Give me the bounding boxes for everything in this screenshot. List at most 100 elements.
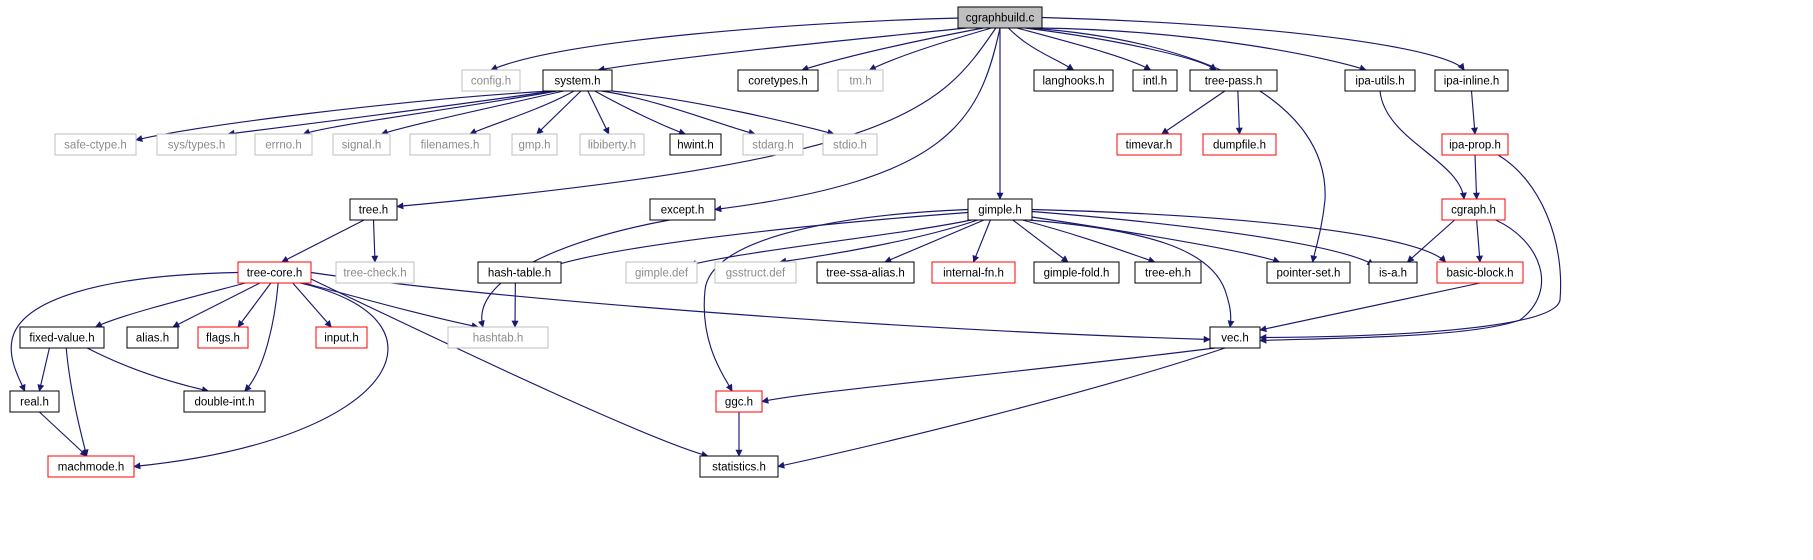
- node-label: tree-pass.h: [1205, 76, 1263, 88]
- edge-cgraphbuild-to-intl: [1016, 27, 1152, 71]
- edge-cgraphbuild-to-config: [490, 17, 961, 71]
- node-label: gmp.h: [519, 140, 551, 152]
- node-alias[interactable]: alias.h: [126, 326, 179, 349]
- node-stdarg[interactable]: stdarg.h: [742, 133, 804, 156]
- node-errno[interactable]: errno.h: [254, 133, 313, 156]
- node-intl[interactable]: intl.h: [1132, 69, 1178, 92]
- node-ipautils[interactable]: ipa-utils.h: [1344, 69, 1416, 92]
- node-label: dumpfile.h: [1213, 140, 1266, 152]
- node-label: stdarg.h: [752, 140, 794, 152]
- node-gimplefold[interactable]: gimple-fold.h: [1033, 261, 1120, 284]
- edge-cgraphbuild-to-except: [714, 27, 1001, 213]
- node-box: [957, 6, 1043, 29]
- node-box: [1033, 69, 1114, 92]
- node-ggc[interactable]: ggc.h: [715, 390, 763, 413]
- node-label: flags.h: [206, 333, 240, 345]
- node-timevar[interactable]: timevar.h: [1116, 133, 1182, 156]
- node-fixedvalue[interactable]: fixed-value.h: [19, 326, 105, 349]
- edge-ipaprop-to-cgraph: [1472, 154, 1480, 200]
- node-gimple[interactable]: gimple.h: [967, 198, 1033, 221]
- node-box: [511, 133, 558, 156]
- node-filenames[interactable]: filenames.h: [409, 133, 491, 156]
- node-ipainline[interactable]: ipa-inline.h: [1434, 69, 1509, 92]
- node-internalfn[interactable]: internal-fn.h: [931, 261, 1016, 284]
- node-treecheck[interactable]: tree-check.h: [335, 261, 415, 284]
- node-label: system.h: [554, 76, 600, 88]
- node-cgraph[interactable]: cgraph.h: [1441, 198, 1506, 221]
- edge-fixedvalue-to-machmode: [65, 347, 89, 457]
- node-coretypes[interactable]: coretypes.h: [737, 69, 819, 92]
- node-real[interactable]: real.h: [9, 390, 60, 413]
- node-label: safe-ctype.h: [64, 140, 127, 152]
- node-label: cgraph.h: [1451, 205, 1496, 217]
- node-label: internal-fn.h: [943, 268, 1004, 280]
- node-box: [54, 133, 137, 156]
- node-gimpledef[interactable]: gimple.def: [625, 261, 698, 284]
- node-vec[interactable]: vec.h: [1209, 326, 1261, 349]
- edge-cgraphbuild-to-tm: [868, 27, 992, 71]
- node-hwint[interactable]: hwint.h: [669, 133, 722, 156]
- node-isa[interactable]: is-a.h: [1368, 261, 1418, 284]
- node-signal[interactable]: signal.h: [332, 133, 391, 156]
- node-box: [461, 69, 521, 92]
- node-label: cgraphbuild.c: [966, 13, 1035, 25]
- node-pointerset[interactable]: pointer-set.h: [1266, 261, 1351, 284]
- node-treeeh[interactable]: tree-eh.h: [1134, 261, 1202, 284]
- node-flags[interactable]: flags.h: [197, 326, 249, 349]
- node-label: ipa-inline.h: [1444, 76, 1500, 88]
- node-libiberty[interactable]: libiberty.h: [579, 133, 645, 156]
- node-hashtab[interactable]: hashtab.h: [447, 326, 549, 349]
- node-gsstructdef[interactable]: gsstruct.def: [714, 261, 797, 284]
- edge-gimple-to-hashtable: [552, 211, 969, 268]
- node-tm[interactable]: tm.h: [837, 69, 884, 92]
- node-box: [335, 261, 415, 284]
- node-box: [1116, 133, 1182, 156]
- node-label: real.h: [20, 397, 49, 409]
- node-except[interactable]: except.h: [649, 198, 716, 221]
- edge-treecore-to-doubleint: [244, 282, 279, 392]
- node-box: [1134, 261, 1202, 284]
- node-ipaprop[interactable]: ipa-prop.h: [1441, 133, 1509, 156]
- edge-cgraphbuild-to-ipainline: [1041, 16, 1465, 71]
- edge-gimple-to-isa: [1031, 210, 1375, 266]
- node-doubleint[interactable]: double-int.h: [183, 390, 266, 413]
- node-treepass[interactable]: tree-pass.h: [1189, 69, 1278, 92]
- node-stdio[interactable]: stdio.h: [822, 133, 878, 156]
- node-cgraphbuild[interactable]: cgraphbuild.c: [957, 6, 1043, 29]
- node-basicblock[interactable]: basic-block.h: [1436, 261, 1524, 284]
- edge-gimple-to-treeeh: [1022, 219, 1156, 264]
- node-label: fixed-value.h: [29, 333, 94, 345]
- node-tree[interactable]: tree.h: [349, 198, 398, 221]
- node-box: [579, 133, 645, 156]
- node-label: errno.h: [265, 140, 301, 152]
- node-box: [1368, 261, 1418, 284]
- node-hashtable[interactable]: hash-table.h: [477, 261, 562, 284]
- edge-cgraphbuild-to-system: [597, 27, 967, 73]
- node-label: is-a.h: [1379, 268, 1407, 280]
- node-label: alias.h: [136, 333, 169, 345]
- node-label: statistics.h: [712, 462, 766, 474]
- node-system[interactable]: system.h: [542, 69, 613, 92]
- node-dumpfile[interactable]: dumpfile.h: [1202, 133, 1277, 156]
- node-label: stdio.h: [833, 140, 867, 152]
- node-machmode[interactable]: machmode.h: [47, 455, 135, 478]
- node-gmp[interactable]: gmp.h: [511, 133, 558, 156]
- edge-treecore-to-hashtab: [303, 282, 479, 330]
- node-systypes[interactable]: sys/types.h: [156, 133, 237, 156]
- node-statistics[interactable]: statistics.h: [699, 455, 779, 478]
- node-treecore[interactable]: tree-core.h: [237, 261, 312, 284]
- node-treessaalias[interactable]: tree-ssa-alias.h: [816, 261, 915, 284]
- edge-cgraphbuild-to-langhooks: [1007, 27, 1075, 71]
- node-label: tree-check.h: [343, 268, 406, 280]
- node-langhooks[interactable]: langhooks.h: [1033, 69, 1114, 92]
- node-box: [1209, 326, 1261, 349]
- edge-system-to-stdio: [611, 90, 835, 136]
- node-label: gimple.h: [978, 205, 1021, 217]
- node-input[interactable]: input.h: [315, 326, 368, 349]
- node-safectype[interactable]: safe-ctype.h: [54, 133, 137, 156]
- node-label: ipa-prop.h: [1449, 140, 1501, 152]
- edge-system-to-hwint: [594, 90, 686, 136]
- node-label: double-int.h: [194, 397, 254, 409]
- node-config[interactable]: config.h: [461, 69, 521, 92]
- edge-real-to-machmode: [39, 411, 88, 457]
